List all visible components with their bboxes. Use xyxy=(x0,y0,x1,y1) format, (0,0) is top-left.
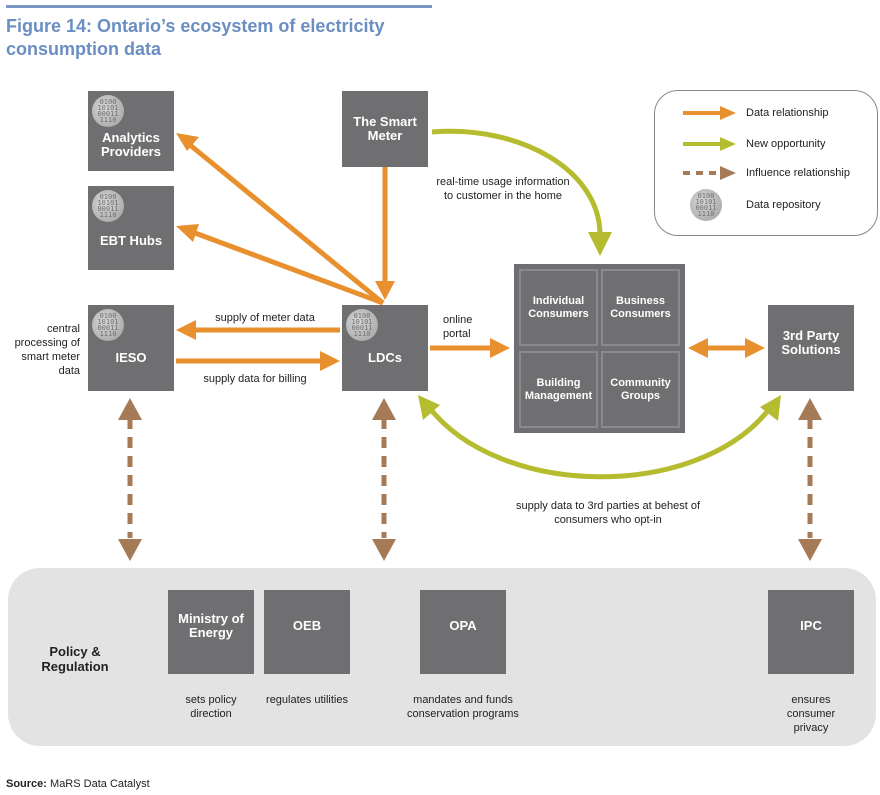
legend-influence-label: Influence relationship xyxy=(746,167,850,179)
opa-label: OPA xyxy=(449,618,477,633)
ldcs-influence-down xyxy=(372,539,396,561)
community-groups-box: Community Groups xyxy=(601,351,680,428)
policy-regulation-label: Policy & Regulation xyxy=(41,644,109,674)
legend-repository-label: Data repository xyxy=(746,199,821,211)
title-rule xyxy=(6,5,432,8)
ieso-arrowhead xyxy=(176,320,196,340)
curve-ldcs-arrowhead xyxy=(418,395,440,420)
mandates-label: mandates and funds conservation programs xyxy=(407,694,519,720)
ebt-arrowhead xyxy=(176,224,199,242)
legend-data-label: Data relationship xyxy=(746,107,829,119)
third-party-arrowhead xyxy=(745,338,765,358)
ieso-influence-down xyxy=(118,539,142,561)
legend-opportunity-arrowhead xyxy=(720,137,736,151)
source-label: Source: xyxy=(6,778,47,790)
realtime-arrowhead xyxy=(588,232,612,256)
consumers-side-arrowhead xyxy=(688,338,708,358)
legend-data-arrowhead xyxy=(720,106,736,120)
ministry-of-energy-box: Ministry of Energy xyxy=(168,590,254,674)
ieso-influence-up xyxy=(118,398,142,420)
ebt-hubs-label: EBT Hubs xyxy=(99,233,163,248)
ieso-label: IESO xyxy=(115,350,147,365)
consumers-arrowhead xyxy=(490,338,510,358)
ensures-privacy-label: ensures consumer privacy xyxy=(786,694,836,734)
opa-box: OPA xyxy=(420,590,506,674)
building-management-box: Building Management xyxy=(519,351,598,428)
billing-arrowhead xyxy=(320,351,340,371)
consumers-group: Individual Consumers Business Consumers … xyxy=(514,264,685,433)
third-party-influence-up xyxy=(798,398,822,420)
supply-meter-label: supply of meter data xyxy=(215,312,315,324)
sets-policy-label: sets policy direction xyxy=(185,694,237,720)
ldcs-arrowhead xyxy=(375,281,395,300)
individual-consumers-box: Individual Consumers xyxy=(519,269,598,346)
regulates-utilities-label: regulates utilities xyxy=(266,694,348,706)
legend-influence-arrowhead xyxy=(720,166,736,180)
third-party-solutions-label: 3rd Party Solutions xyxy=(781,328,841,357)
supply-third-parties-label: supply data to 3rd parties at behest of … xyxy=(515,500,701,526)
online-portal-label: online portal xyxy=(443,314,473,340)
ldcs-influence-up xyxy=(372,398,396,420)
ministry-of-energy-label: Ministry of Energy xyxy=(178,611,244,640)
analytics-arrowhead xyxy=(176,133,199,151)
ldcs-to-analytics-arrow xyxy=(188,143,385,305)
realtime-usage-arrow xyxy=(431,128,603,236)
source-line: Source: MaRS Data Catalyst xyxy=(6,778,150,790)
smart-meter-box: The Smart Meter xyxy=(342,91,428,167)
ipc-box: IPC xyxy=(768,590,854,674)
business-consumers-box: Business Consumers xyxy=(601,269,680,346)
ipc-label: IPC xyxy=(800,618,822,633)
ldcs-to-ebt-arrow xyxy=(194,230,384,306)
legend-opportunity-label: New opportunity xyxy=(746,138,826,150)
supply-billing-label: supply data for billing xyxy=(203,373,307,385)
central-processing-label: central processing of smart meter data xyxy=(14,323,80,377)
realtime-usage-label: real-time usage information to customer … xyxy=(436,176,570,202)
curve-third-party-arrowhead xyxy=(760,395,781,421)
ldcs-label: LDCs xyxy=(368,350,402,365)
analytics-providers-label: Analytics Providers xyxy=(101,130,161,159)
supply-third-party-curve xyxy=(426,404,772,480)
third-party-solutions-box: 3rd Party Solutions xyxy=(768,305,854,391)
oeb-label: OEB xyxy=(292,618,322,633)
third-party-influence-down xyxy=(798,539,822,561)
oeb-box: OEB xyxy=(264,590,350,674)
source-text: MaRS Data Catalyst xyxy=(50,778,150,790)
figure-title: Figure 14: Ontario’s ecosystem of electr… xyxy=(6,16,385,59)
smart-meter-label: The Smart Meter xyxy=(353,114,417,143)
